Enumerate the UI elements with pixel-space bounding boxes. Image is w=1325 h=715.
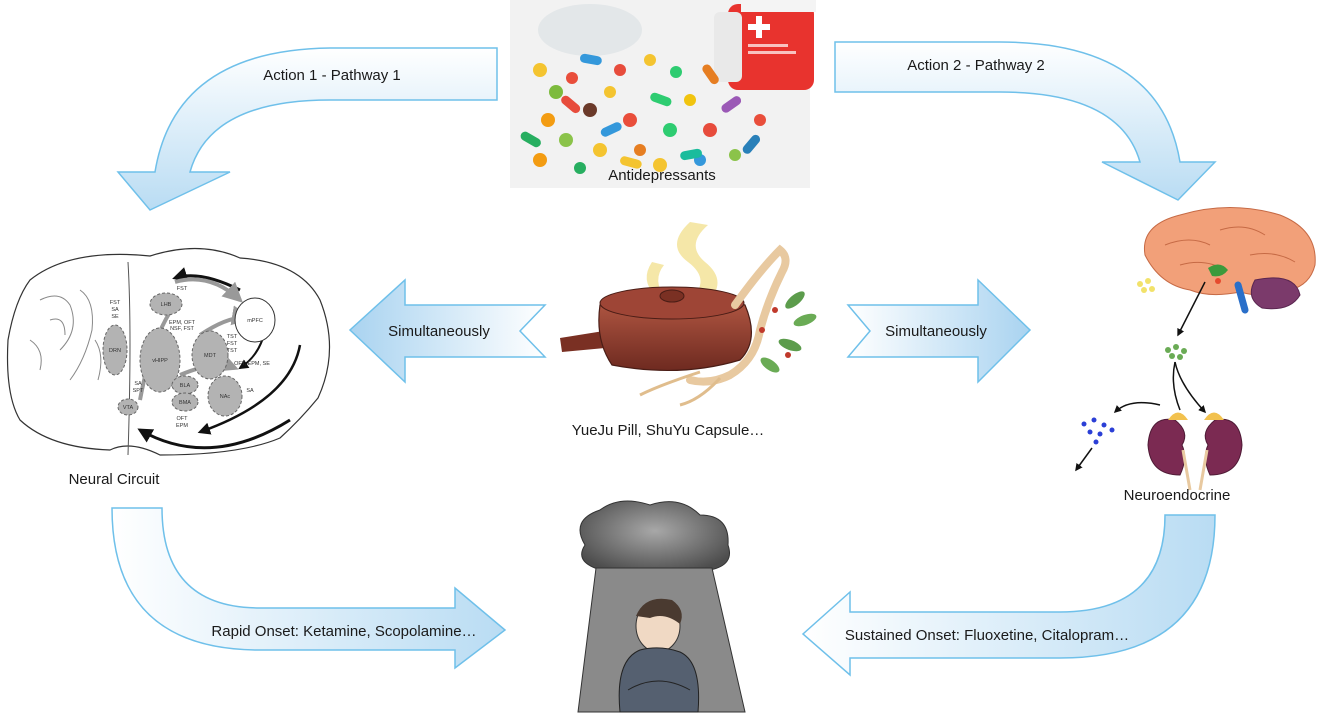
herbal-medicine-label: YueJu Pill, ShuYu Capsule…	[572, 422, 765, 439]
test-label: SE	[111, 314, 119, 320]
test-label: TST	[227, 334, 238, 340]
simultaneously-left-arrow: Simultaneously	[348, 278, 547, 384]
pathway2-arrow: Action 2 - Pathway 2	[834, 41, 1217, 201]
test-label: SA	[111, 307, 119, 313]
region-drn: DRN	[109, 348, 121, 354]
region-mdt: MDT	[204, 353, 217, 359]
test-label: NSF, FST	[170, 326, 194, 332]
pathway1-label: Action 1 - Pathway 1	[263, 67, 401, 84]
region-bma: BMA	[179, 400, 191, 406]
sustained-onset-arrow: Sustained Onset: Fluoxetine, Citalopram…	[801, 514, 1216, 677]
simultaneously-right-label: Simultaneously	[885, 323, 987, 340]
antidepressants-image: Antidepressants	[510, 0, 816, 188]
pathway2-label: Action 2 - Pathway 2	[907, 57, 1045, 74]
region-vhipp: vHIPP	[152, 358, 168, 364]
region-lhb: LHB	[161, 302, 172, 308]
test-label: OFT	[177, 416, 189, 422]
neuroendocrine-label: Neuroendocrine	[1124, 487, 1231, 504]
neuroendocrine-illustration: Neuroendocrine	[1075, 207, 1316, 504]
rapid-onset-arrow: Rapid Onset: Ketamine, Scopolamine…	[111, 507, 507, 670]
neural-circuit-label: Neural Circuit	[69, 471, 161, 488]
simultaneously-left-label: Simultaneously	[388, 323, 490, 340]
test-label: FST	[177, 286, 188, 292]
depression-illustration	[577, 500, 746, 713]
neural-circuit-illustration: DRN LHB mPFC vHIPP MDT BLA BMA NAc VTA F…	[6, 247, 331, 488]
sustained-onset-label: Sustained Onset: Fluoxetine, Citalopram…	[845, 627, 1129, 644]
simultaneously-right-arrow: Simultaneously	[846, 278, 1032, 384]
pathway1-arrow: Action 1 - Pathway 1	[116, 47, 498, 211]
region-vta: VTA	[123, 405, 134, 411]
test-label: SPT	[133, 388, 144, 394]
test-label: SA	[134, 381, 142, 387]
region-nac: NAc	[220, 394, 231, 400]
rapid-onset-label: Rapid Onset: Ketamine, Scopolamine…	[211, 623, 476, 640]
test-label: EPM, OFT	[169, 320, 196, 326]
test-label: FST	[227, 341, 238, 347]
test-label: OFT, EPM, SE	[234, 361, 270, 367]
region-bla: BLA	[180, 383, 191, 389]
herbal-medicine-illustration: YueJu Pill, ShuYu Capsule…	[560, 222, 817, 439]
test-label: EPM	[176, 423, 188, 429]
region-mpfc: mPFC	[247, 318, 263, 324]
antidepressants-label: Antidepressants	[608, 167, 716, 184]
test-label: SA	[246, 388, 254, 394]
test-label: FST	[110, 300, 121, 306]
test-label: TST	[227, 348, 238, 354]
